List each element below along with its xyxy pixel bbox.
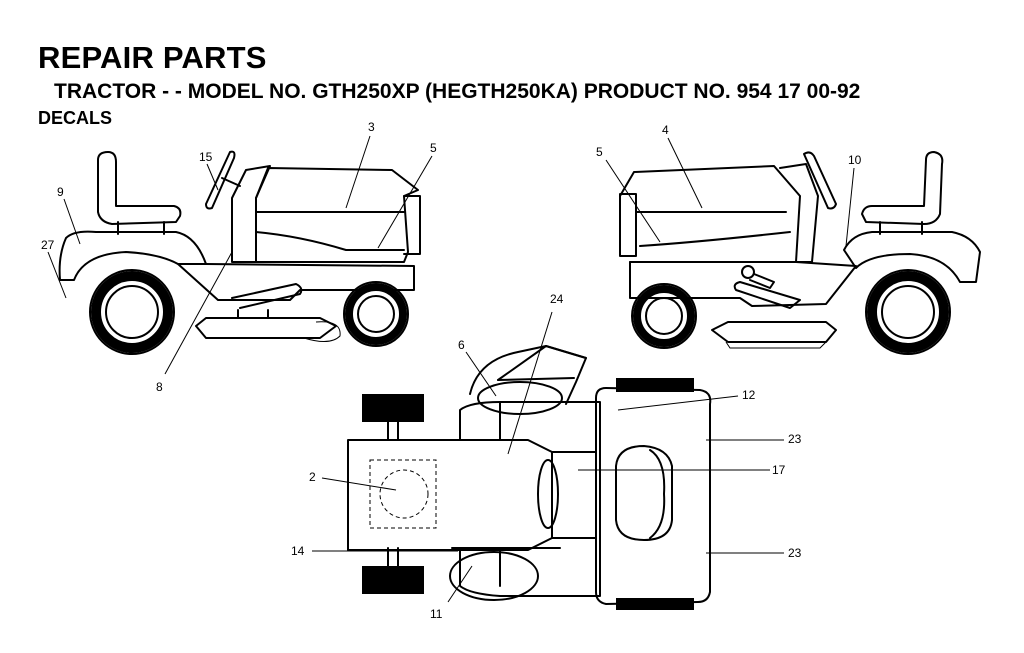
page-subtitle: TRACTOR - - MODEL NO. GTH250XP (HEGTH250… — [54, 80, 861, 103]
top-view-leader-lines — [312, 311, 784, 603]
callout-17: 17 — [772, 463, 786, 477]
callout-23: 23 — [788, 432, 802, 446]
callout-3: 3 — [368, 120, 375, 134]
callout-27: 27 — [41, 238, 55, 252]
callout-4: 4 — [662, 123, 669, 137]
callout-labels: 3 5 15 9 27 8 4 5 10 24 6 12 23 17 2 14 … — [41, 120, 862, 621]
callout-14: 14 — [291, 544, 305, 558]
callout-5: 5 — [596, 145, 603, 159]
callout-8: 8 — [156, 380, 163, 394]
callout-12: 12 — [742, 388, 756, 402]
right-view-leader-lines — [605, 137, 855, 247]
callout-11: 11 — [430, 607, 443, 621]
callout-2: 2 — [309, 470, 316, 484]
tractor-top-view — [347, 345, 712, 610]
callout-24: 24 — [550, 292, 564, 306]
left-view-leader-lines — [47, 135, 433, 375]
tractor-right-side-view — [619, 151, 981, 355]
tractor-left-side-view — [58, 150, 421, 355]
section-heading: DECALS — [38, 108, 113, 128]
callout-6: 6 — [458, 338, 465, 352]
page-title: REPAIR PARTS — [38, 40, 267, 75]
callout-9: 9 — [57, 185, 64, 199]
callout-5: 5 — [430, 141, 437, 155]
callout-23: 23 — [788, 546, 802, 560]
callout-10: 10 — [848, 153, 862, 167]
callout-15: 15 — [199, 150, 213, 164]
